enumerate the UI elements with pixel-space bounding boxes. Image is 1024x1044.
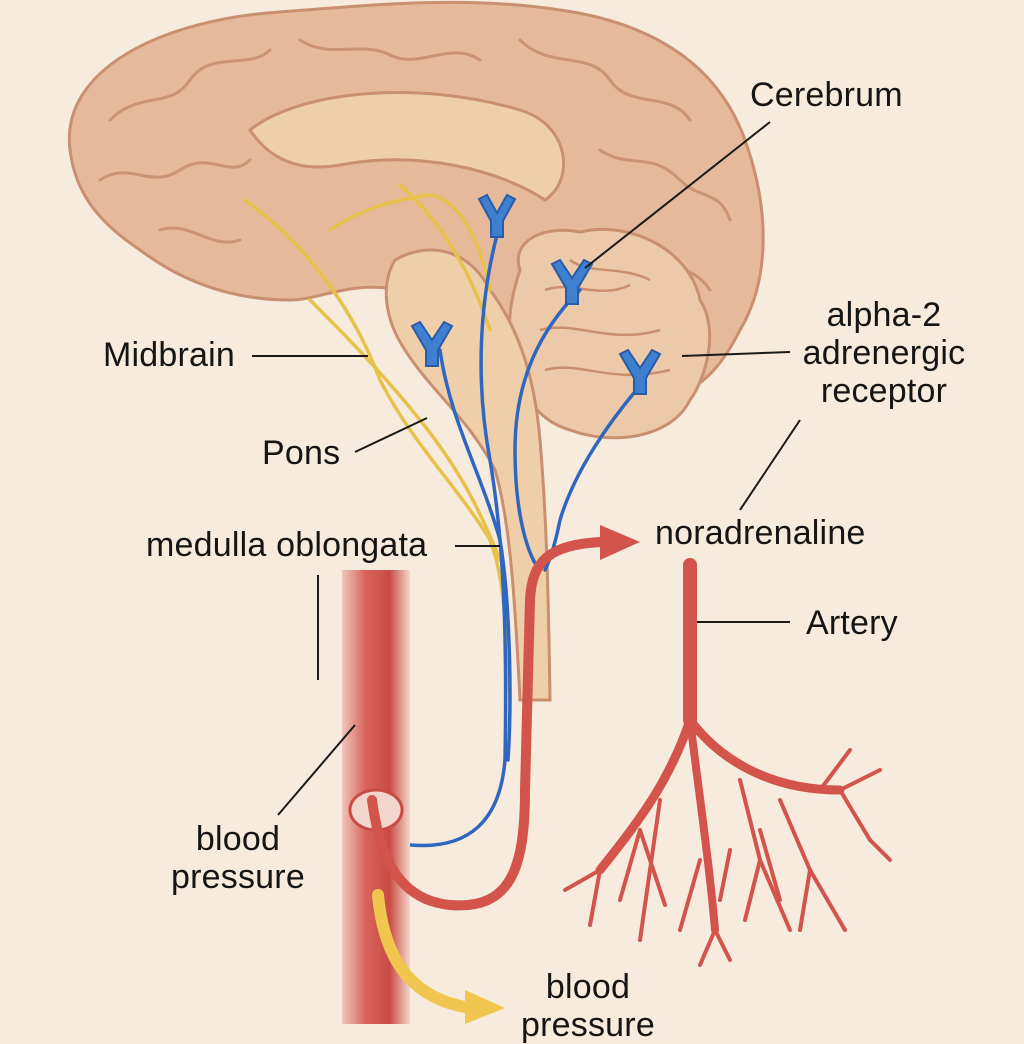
label-bp-left-line1: blood bbox=[195, 820, 281, 858]
receptor-2 bbox=[550, 258, 594, 305]
label-alpha2-receptor: alpha-2 adrenergic receptor bbox=[790, 296, 978, 410]
label-medulla-oblongata: medulla oblongata bbox=[146, 526, 428, 564]
label-bp-bottom-line1: blood bbox=[545, 968, 631, 1006]
leader-cerebrum bbox=[584, 121, 771, 269]
alpha2-receptors bbox=[410, 193, 662, 395]
label-artery: Artery bbox=[806, 604, 898, 642]
leader-receptor bbox=[681, 351, 791, 357]
noradrenaline-arrowhead bbox=[600, 525, 640, 560]
label-midbrain: Midbrain bbox=[103, 336, 235, 374]
label-alpha2-line3: receptor bbox=[820, 372, 948, 410]
receptor-1 bbox=[477, 193, 517, 238]
leader-receptor-vertical bbox=[739, 419, 801, 511]
blood-pressure-arrow bbox=[372, 889, 505, 1024]
label-bp-bottom-line2: pressure bbox=[521, 1006, 655, 1044]
leader-blood-pressure bbox=[277, 724, 356, 816]
label-noradrenaline: noradrenaline bbox=[655, 514, 866, 552]
label-blood-pressure-left: blood pressure bbox=[150, 820, 326, 896]
cerebellum-shape bbox=[508, 227, 712, 440]
label-pons: Pons bbox=[262, 434, 341, 472]
label-alpha2-line2: adrenergic bbox=[802, 334, 966, 372]
receptor-4 bbox=[618, 348, 662, 395]
artery-tree bbox=[563, 558, 892, 967]
noradrenaline-pathway bbox=[367, 537, 605, 911]
label-blood-pressure-bottom: blood pressure bbox=[500, 968, 676, 1044]
label-bp-left-line2: pressure bbox=[171, 858, 305, 896]
label-alpha2-line1: alpha-2 bbox=[826, 296, 942, 334]
leader-pons bbox=[354, 417, 428, 453]
label-cerebrum: Cerebrum bbox=[750, 76, 903, 114]
leader-lines bbox=[252, 121, 801, 816]
receptor-3 bbox=[410, 320, 454, 367]
